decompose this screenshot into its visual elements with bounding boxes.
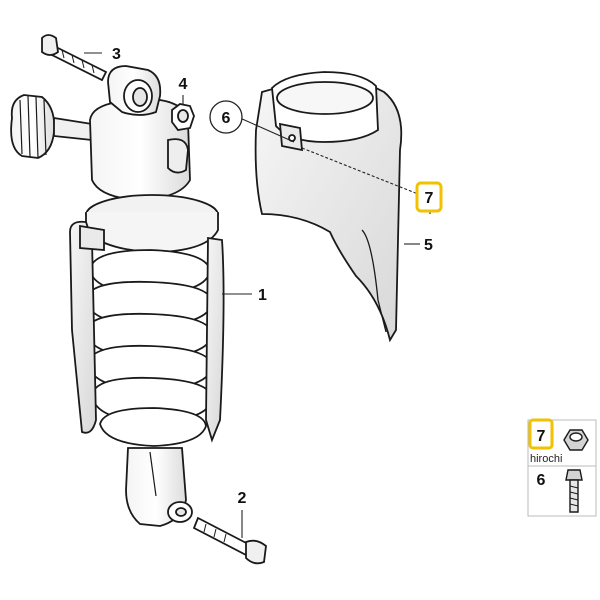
screw-icon (565, 469, 583, 513)
callout-4: 4 (179, 76, 188, 93)
watermark: hirochi (530, 453, 562, 465)
legend-screw-number: 6 (537, 472, 546, 489)
upper-nut (171, 103, 195, 131)
spring (85, 249, 213, 447)
legend-nut-number: 7 (537, 428, 546, 445)
legend-7-highlight (528, 418, 554, 450)
callout-7: 7 (425, 190, 434, 207)
adjuster-knob (10, 94, 93, 159)
callout-3: 3 (112, 46, 121, 63)
protector (254, 71, 403, 343)
callout-1: 1 (258, 287, 267, 304)
callout-2: 2 (238, 490, 247, 507)
callout-7-highlight (415, 181, 443, 213)
callout-6-circle (209, 100, 243, 134)
upper-bolt (41, 34, 108, 82)
nut-icon (563, 429, 589, 451)
hardware-legend: 7 hirochi 6 (527, 418, 597, 517)
lower-bolt (192, 516, 267, 565)
callout-6: 6 (222, 110, 231, 127)
callout-5: 5 (424, 237, 433, 254)
shock-absorber (10, 65, 225, 527)
leader-lines (84, 52, 431, 538)
